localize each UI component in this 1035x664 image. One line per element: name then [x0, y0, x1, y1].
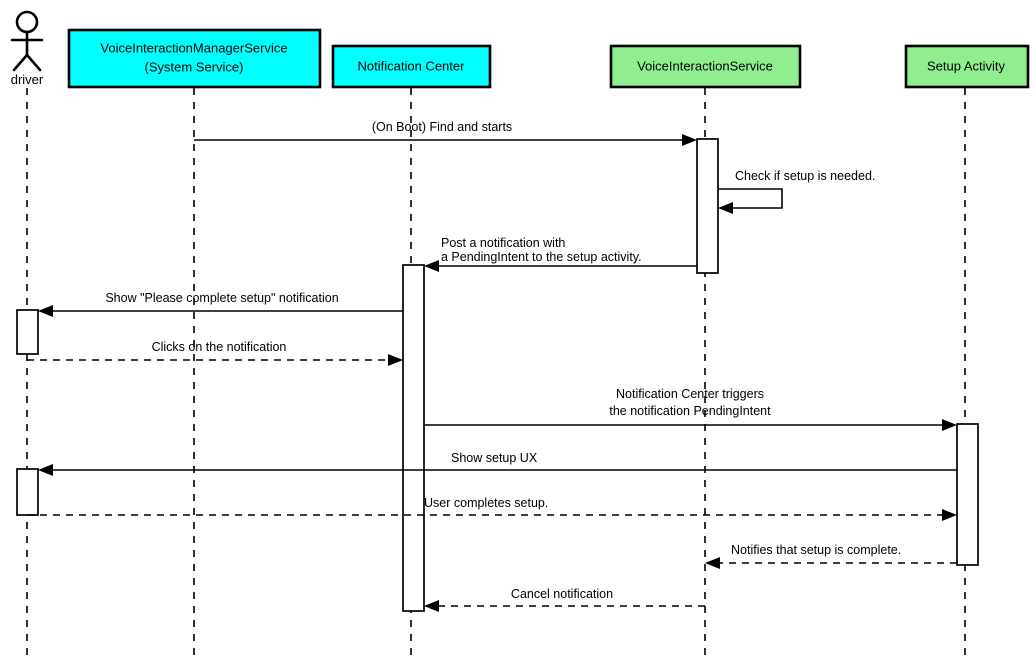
activation-bar-notification-center [402, 264, 425, 612]
actor-leg-right-icon [25, 53, 42, 72]
message-label-line2: the notification PendingIntent [609, 404, 771, 418]
message-show-please-complete-setup-notification[interactable]: Show "Please complete setup" notificatio… [38, 291, 403, 317]
message-user-completes-setup[interactable]: User completes setup. [27, 496, 957, 521]
activation-bar-driver-second [16, 468, 39, 516]
activation-bar-voiceinteractionservice [696, 138, 719, 274]
message-show-setup-ux[interactable]: Show setup UX [38, 451, 957, 476]
participant-setup-activity[interactable]: Setup Activity [904, 44, 1030, 89]
participant-setup-activity-label: Setup Activity [927, 58, 1006, 73]
message-label: Show setup UX [451, 451, 538, 465]
message-label: (On Boot) Find and starts [372, 120, 512, 134]
participant-notification-center[interactable]: Notification Center [331, 44, 492, 89]
participant-vims[interactable]: VoiceInteractionManagerService (System S… [67, 28, 322, 89]
activation-bar-driver-first [16, 309, 39, 355]
arrowhead-left-icon [38, 464, 53, 476]
message-notifies-that-setup-is-complete[interactable]: Notifies that setup is complete. [705, 543, 957, 569]
arrowhead-right-icon [388, 354, 403, 366]
participant-driver[interactable]: driver [10, 10, 44, 87]
message-label: Cancel notification [511, 587, 613, 601]
arrowhead-left-icon [718, 202, 733, 214]
participant-voiceinteractionservice[interactable]: VoiceInteractionService [609, 44, 802, 89]
arrowhead-left-icon [424, 260, 439, 272]
actor-head-icon [15, 10, 39, 34]
arrowhead-right-icon [942, 419, 957, 431]
participant-setup-activity-box[interactable] [904, 44, 1030, 89]
participant-voiceinteractionservice-label: VoiceInteractionService [637, 58, 773, 73]
message-clicks-on-the-notification[interactable]: Clicks on the notification [27, 340, 403, 366]
message-label-line1: Post a notification with [441, 236, 565, 250]
participant-driver-label: driver [11, 72, 44, 87]
message-label: Check if setup is needed. [735, 169, 875, 183]
message-notification-center-triggers-pendingintent[interactable]: Notification Center triggers the notific… [424, 387, 957, 431]
message-check-if-setup-is-needed[interactable]: Check if setup is needed. [718, 169, 875, 214]
message-label: Show "Please complete setup" notificatio… [105, 291, 338, 305]
arrowhead-left-icon [38, 305, 53, 317]
message-self-loop-path [718, 188, 783, 209]
arrowhead-left-icon [705, 557, 720, 569]
arrowhead-right-icon [682, 134, 697, 146]
arrowhead-right-icon [942, 509, 957, 521]
actor-leg-left-icon [12, 53, 29, 72]
participant-vims-box[interactable] [67, 28, 322, 89]
message-label: Clicks on the notification [152, 340, 287, 354]
message-cancel-notification[interactable]: Cancel notification [424, 587, 705, 612]
participant-notification-center-label: Notification Center [358, 58, 466, 73]
participant-vims-label-line1: VoiceInteractionManagerService [100, 40, 287, 55]
activations-layer [16, 138, 979, 612]
participant-vims-label-line2: (System Service) [145, 59, 244, 74]
message-post-a-notification[interactable]: Post a notification with a PendingIntent… [424, 236, 697, 272]
message-on-boot-find-and-starts[interactable]: (On Boot) Find and starts [194, 120, 697, 146]
message-label: Notifies that setup is complete. [731, 543, 901, 557]
message-label-line1: Notification Center triggers [616, 387, 764, 401]
arrowhead-left-icon [424, 600, 439, 612]
participant-notification-center-box[interactable] [331, 44, 492, 89]
message-label-line2: a PendingIntent to the setup activity. [441, 250, 642, 264]
message-label: User completes setup. [424, 496, 548, 510]
participant-voiceinteractionservice-box[interactable] [609, 44, 802, 89]
activation-bar-setup-activity [956, 423, 979, 566]
